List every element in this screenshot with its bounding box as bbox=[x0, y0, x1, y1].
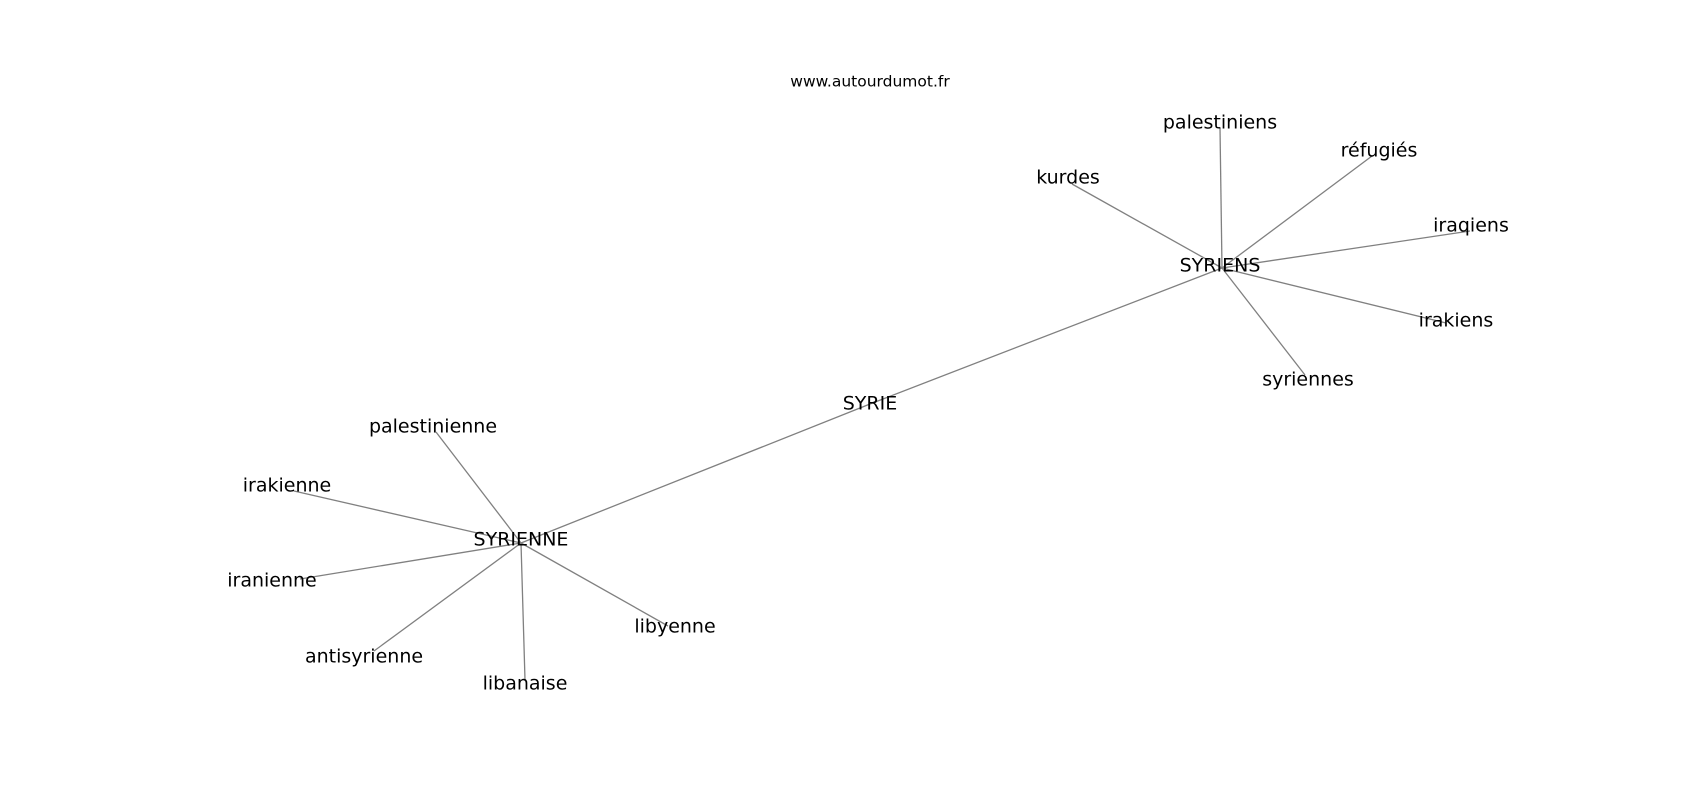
node-label-palestinienne: palestinienne bbox=[369, 416, 497, 438]
edge-syriens-irakiens bbox=[1221, 267, 1447, 324]
node-label-libyenne: libyenne bbox=[634, 616, 715, 638]
node-label-libanaise: libanaise bbox=[483, 673, 568, 695]
edge-syriens-palestiniens bbox=[1219, 127, 1223, 269]
node-label-palestiniens: palestiniens bbox=[1163, 112, 1277, 134]
edge-syrienne-antisyrienne bbox=[373, 542, 522, 652]
edge-syrienne-libanaise bbox=[520, 542, 526, 681]
node-label-antisyrienne: antisyrienne bbox=[305, 646, 423, 668]
source-watermark: www.autourdumot.fr bbox=[790, 73, 950, 91]
node-label-kurdes: kurdes bbox=[1036, 167, 1100, 189]
edge-syrienne-irakienne bbox=[293, 490, 522, 544]
edge-syriens-refugies bbox=[1221, 155, 1373, 269]
edge-syriens-syriennes bbox=[1221, 267, 1306, 376]
node-label-irakiens: irakiens bbox=[1419, 310, 1494, 332]
node-label-syriens: SYRIENS bbox=[1180, 255, 1261, 277]
node-label-syrie: SYRIE bbox=[843, 393, 897, 415]
edge-syriens-kurdes bbox=[1071, 183, 1223, 269]
edge-syrie-syriens bbox=[869, 267, 1223, 405]
node-label-syrienne: SYRIENNE bbox=[474, 529, 569, 551]
edge-syriens-iraqiens bbox=[1221, 230, 1471, 269]
edge-syrienne-palestinienne bbox=[435, 431, 522, 544]
graph-edges bbox=[293, 127, 1471, 681]
edge-syrienne-iranienne bbox=[299, 542, 522, 580]
node-label-irakienne: irakienne bbox=[243, 475, 331, 497]
node-label-refugies: réfugiés bbox=[1341, 140, 1418, 162]
graph-labels: SYRIE SYRIENS SYRIENNE palestiniens réfugiés… bbox=[227, 112, 1509, 695]
node-label-iranienne: iranienne bbox=[227, 570, 317, 592]
node-label-iraqiens: iraqiens bbox=[1433, 215, 1509, 237]
edge-syrienne-libyenne bbox=[520, 542, 669, 627]
node-label-syriennes: syriennes bbox=[1262, 369, 1354, 391]
edge-syrie-syrienne bbox=[520, 403, 871, 544]
